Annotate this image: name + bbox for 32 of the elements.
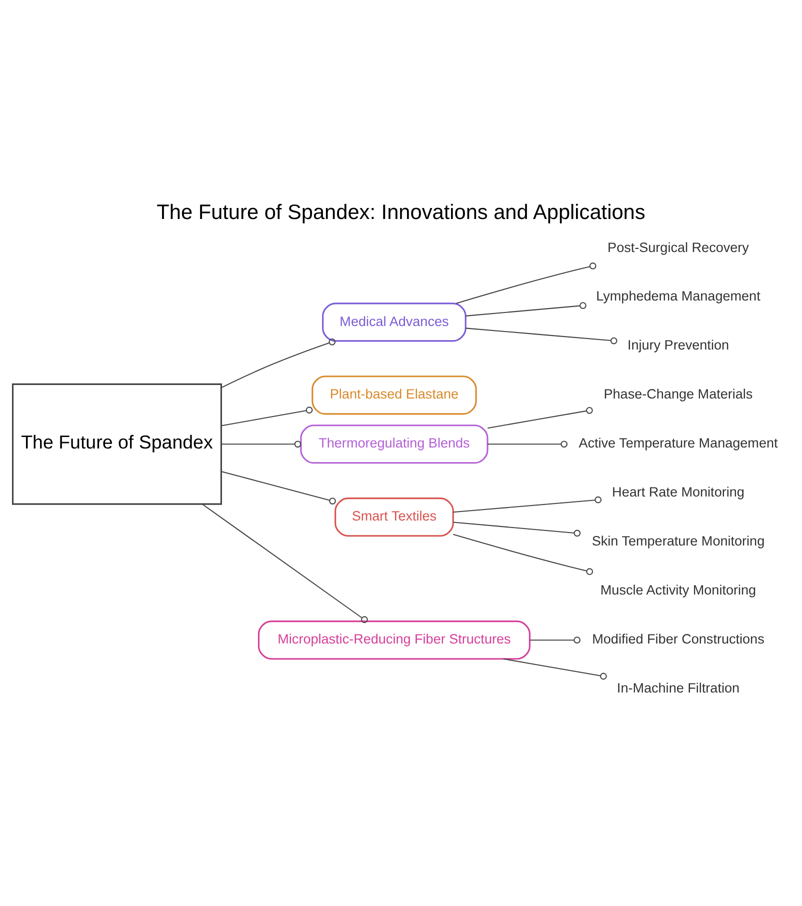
node-box: Plant-based Elastane <box>312 376 477 415</box>
connector <box>466 328 618 344</box>
node-box: Smart Textiles <box>334 498 454 537</box>
node-text: Injury Prevention <box>627 338 730 353</box>
connector <box>488 440 568 448</box>
node-box: Microplastic-Reducing Fiber Structures <box>258 620 530 660</box>
connector <box>221 406 313 426</box>
connector <box>456 262 596 304</box>
connector <box>503 658 607 680</box>
node-box: Thermoregulating Blends <box>300 424 488 464</box>
connector <box>453 522 581 537</box>
node-text: In-Machine Filtration <box>616 680 740 696</box>
connector <box>202 504 368 624</box>
connector <box>453 496 602 513</box>
connector <box>530 636 580 644</box>
connector <box>466 302 586 316</box>
node-box: Medical Advances <box>322 302 466 342</box>
node-text: Modified Fiber Constructions <box>592 632 764 647</box>
connector <box>221 471 336 504</box>
connector <box>453 534 594 576</box>
diagram-title: The Future of Spandex: Innovations and Applications <box>156 201 646 224</box>
connector <box>488 406 593 429</box>
node-box: The Future of Spandex <box>12 383 222 505</box>
node-text: Post-Surgical Recovery <box>608 240 749 255</box>
node-text: Phase-Change Materials <box>604 386 753 402</box>
node-text: Active Temperature Management <box>578 436 778 451</box>
node-text: Heart Rate Monitoring <box>612 484 744 500</box>
node-text: Muscle Activity Monitoring <box>600 582 756 598</box>
node-text: Lymphedema Management <box>596 288 760 304</box>
connector <box>221 338 336 388</box>
node-text: Skin Temperature Monitoring <box>592 534 765 549</box>
connector <box>221 440 302 448</box>
